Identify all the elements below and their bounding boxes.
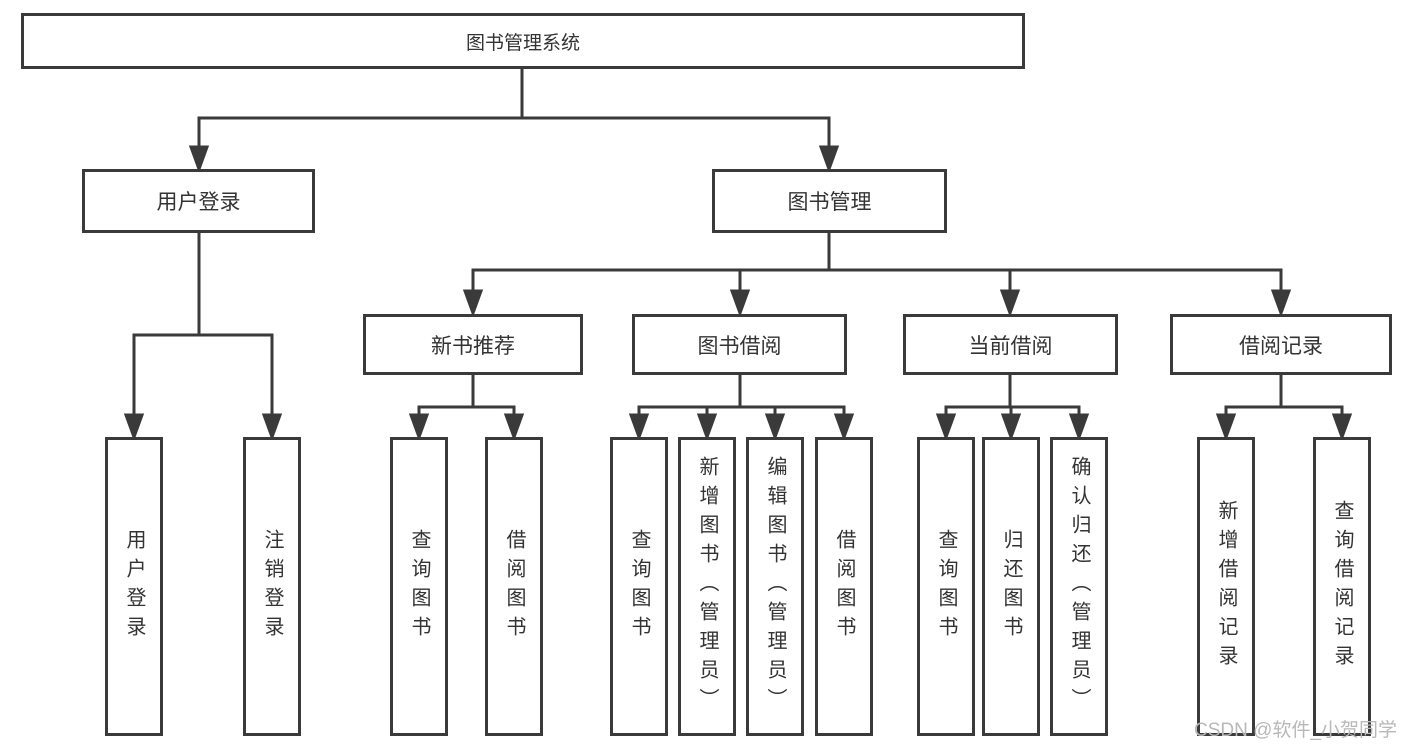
node-label: 查询图书 <box>408 528 430 645</box>
node-borrow-records: 借阅记录 <box>1170 314 1392 375</box>
node-label: 借阅图书 <box>833 528 855 645</box>
node-label: 编辑图书（管理员） <box>764 456 786 717</box>
watermark-text: CSDN @软件_小贺同学 <box>1194 720 1397 741</box>
node-user-login: 用户登录 <box>82 169 315 233</box>
leaf-user-login: 用户登录 <box>105 437 163 736</box>
node-label: 查询借阅记录 <box>1331 499 1353 674</box>
node-label: 新增借阅记录 <box>1215 499 1237 674</box>
leaf-query-borrow-record: 查询借阅记录 <box>1313 437 1371 736</box>
leaf-borrow-books-recommend: 借阅图书 <box>485 437 543 736</box>
node-book-borrow: 图书借阅 <box>632 314 847 375</box>
node-label: 查询图书 <box>935 528 957 645</box>
node-label: 借阅记录 <box>1239 334 1323 358</box>
node-label: 查询图书 <box>628 528 650 645</box>
node-label: 图书管理系统 <box>465 32 580 54</box>
leaf-logout: 注销登录 <box>243 437 301 736</box>
node-label: 确认归还（管理员） <box>1068 456 1090 717</box>
leaf-add-borrow-record: 新增借阅记录 <box>1197 437 1255 736</box>
node-label: 图书借阅 <box>697 334 782 358</box>
leaf-query-books-current: 查询图书 <box>917 437 975 736</box>
node-label: 新书推荐 <box>431 334 515 358</box>
node-label: 注销登录 <box>261 528 283 645</box>
node-label: 新增图书（管理员） <box>696 456 718 717</box>
node-label: 借阅图书 <box>503 528 525 645</box>
node-current-borrow: 当前借阅 <box>903 314 1118 375</box>
node-label: 图书管理 <box>787 191 872 214</box>
node-label: 当前借阅 <box>968 334 1053 358</box>
leaf-return-books: 归还图书 <box>982 437 1040 736</box>
node-label: 用户登录 <box>123 528 145 645</box>
leaf-query-books-recommend: 查询图书 <box>390 437 448 736</box>
node-label: 归还图书 <box>1000 528 1022 645</box>
node-label: 用户登录 <box>156 191 241 214</box>
node-new-book-recommend: 新书推荐 <box>363 314 583 375</box>
leaf-edit-books-admin: 编辑图书（管理员） <box>746 437 804 736</box>
leaf-add-books-admin: 新增图书（管理员） <box>678 437 736 736</box>
leaf-query-books-borrow: 查询图书 <box>610 437 668 736</box>
node-library-management-system: 图书管理系统 <box>21 13 1025 69</box>
node-book-management: 图书管理 <box>712 169 947 233</box>
leaf-confirm-return-admin: 确认归还（管理员） <box>1050 437 1108 736</box>
leaf-borrow-books: 借阅图书 <box>815 437 873 736</box>
